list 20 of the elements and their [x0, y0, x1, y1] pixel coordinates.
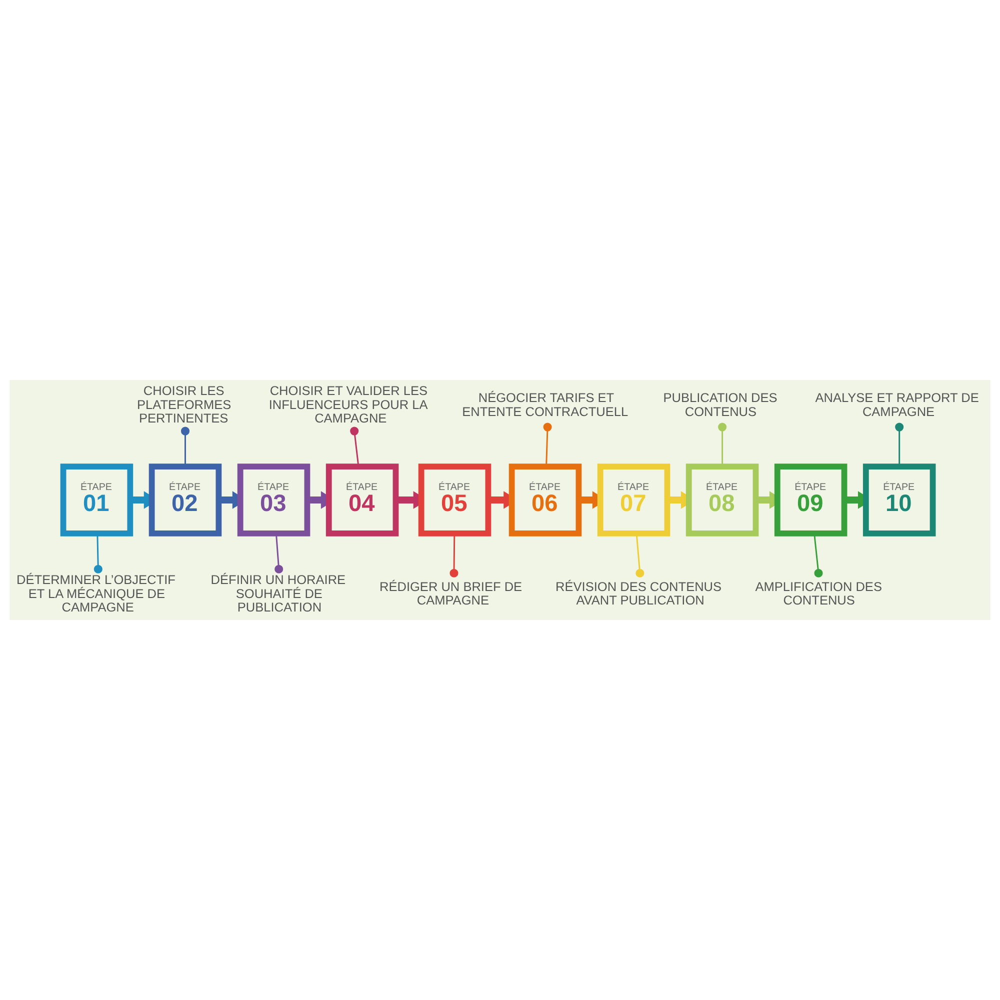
node-box: ÉTAPE 02: [148, 464, 222, 536]
node-text: DÉTERMINER L’OBJECTIF ET LA MÉCANIQUE DE CAMPAGNE: [16, 572, 176, 615]
node-text: CHOISIR ET VALIDER LES INFLUENCEURS POUR LA CAMPAGNE: [268, 383, 428, 426]
node-text: CHOISIR LES PLATEFORMES PERTINENTES: [137, 383, 232, 426]
node-box: ÉTAPE 04: [326, 464, 399, 536]
node-box: ÉTAPE 01: [60, 464, 134, 536]
node-box: ÉTAPE 06: [508, 464, 582, 536]
node-box: ÉTAPE 09: [774, 464, 848, 536]
node-box: ÉTAPE 05: [418, 464, 492, 536]
node-text: RÉDIGER UN BRIEF DE CAMPAGNE: [380, 578, 522, 608]
node-text: AMPLIFICATION DES CONTENUS: [755, 578, 882, 608]
node-text: ANALYSE ET RAPPORT DE CAMPAGNE: [815, 390, 979, 419]
node-box: ÉTAPE 08: [686, 464, 759, 536]
node-text: RÉVISION DES CONTENUS AVANT PUBLICATION: [556, 578, 722, 608]
node-text: DÉFINIR UN HORAIRE SOUHAITÉ DE PUBLICATION: [210, 572, 346, 615]
node-text: NÉGOCIER TARIFS ET ENTENTE CONTRACTUELL: [462, 390, 628, 419]
node-box: ÉTAPE 03: [237, 464, 310, 536]
node-box: ÉTAPE 10: [862, 464, 936, 536]
node-text: PUBLICATION DES CONTENUS: [663, 390, 778, 419]
node-box: ÉTAPE 07: [597, 464, 670, 536]
